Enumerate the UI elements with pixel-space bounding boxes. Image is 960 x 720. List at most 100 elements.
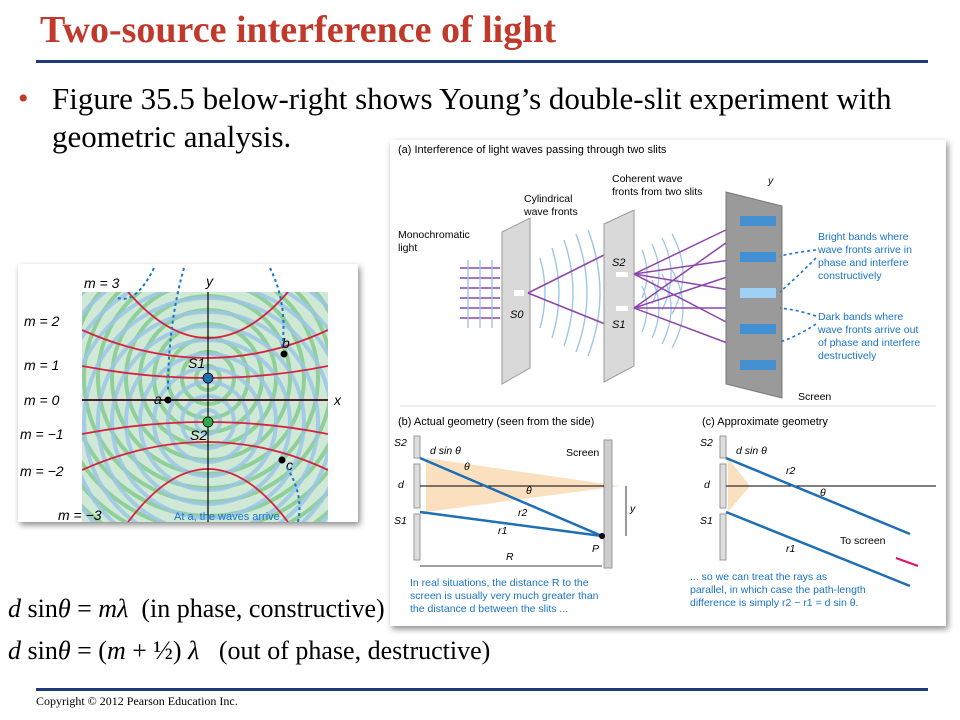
bright-label-2: wave fronts arrive in: [817, 244, 912, 256]
order-label-mneg1: m = −1: [20, 426, 64, 442]
path-difference-wedge-c: [728, 458, 750, 512]
dark-label-2: wave fronts arrive out: [817, 324, 918, 336]
svg-text:d: d: [704, 479, 711, 491]
svg-text:S1: S1: [394, 515, 407, 527]
monochromatic-label-1: Monochromatic: [398, 229, 470, 241]
to-screen-arrow: [895, 557, 919, 567]
ray-r1-b: [419, 510, 603, 538]
panel-c-caption: ... so we can treat the rays as parallel…: [690, 571, 866, 609]
svg-text:... so we can treat the rays a: ... so we can treat the rays as: [690, 571, 827, 583]
double-slit-svg: (a) Interference of light waves passing …: [394, 144, 936, 615]
interference-pattern-svg: y x m = 3 m = 2 m = 1 m = 0 m = −1 m = −…: [20, 267, 342, 523]
slide-title: Two-source interference of light: [40, 9, 557, 51]
footer-divider: [36, 688, 928, 691]
s1-label: S1: [612, 319, 625, 331]
ray-r2-b: [419, 456, 603, 538]
plane-wavefronts: [467, 260, 493, 328]
panel-b-caption: In real situations, the distance R to th…: [410, 577, 599, 615]
bright-bands: [740, 216, 776, 370]
svg-text:θ: θ: [820, 487, 826, 499]
dark-label-1: Dark bands where: [818, 311, 903, 323]
cylindrical-label-2: wave fronts: [523, 206, 578, 218]
diverging-rays: [527, 251, 611, 327]
wavefront-rings: [82, 292, 328, 522]
source-s1-label: S1: [188, 355, 205, 371]
annotation-arrows: [117, 267, 301, 523]
panel-a-y-label: y: [767, 175, 774, 187]
svg-text:S2: S2: [394, 437, 407, 449]
svg-text:θ: θ: [464, 461, 470, 473]
svg-text:Screen: Screen: [566, 447, 599, 459]
panel-c-heading: (c) Approximate geometry: [702, 416, 828, 428]
double-slit-plate: [603, 209, 635, 383]
svg-text:S2: S2: [700, 437, 713, 449]
cylindrical-wavefronts: [539, 229, 601, 357]
source-s2-dot: [202, 416, 214, 428]
svg-text:r2: r2: [518, 507, 527, 519]
cylindrical-label-1: Cylindrical: [524, 193, 572, 205]
svg-text:y: y: [629, 503, 636, 515]
coherent-wavefronts: [641, 233, 684, 349]
order-label-m3: m = 3: [84, 275, 120, 291]
svg-text:θ: θ: [526, 485, 532, 497]
bullet-marker: •: [18, 82, 29, 115]
svg-text:screen is usually very much gr: screen is usually very much greater than: [410, 590, 599, 602]
coherent-rays: [633, 227, 731, 345]
destructive-note: (out of phase, destructive): [218, 636, 491, 665]
svg-text:S1: S1: [700, 515, 713, 527]
point-p: [599, 533, 605, 539]
ray-r2-c: [725, 456, 911, 536]
single-slit-plate: [501, 217, 531, 385]
cut-caption: At a, the waves arrive: [174, 511, 280, 522]
bright-label-1: Bright bands where: [818, 231, 909, 243]
point-b-label: b: [282, 335, 290, 351]
order-label-mneg3: m = −3: [58, 507, 102, 522]
band-pointers: [779, 249, 817, 343]
dark-label-4: destructively: [818, 350, 877, 362]
path-difference-wedge-b: [426, 458, 620, 512]
point-b-dot: [280, 350, 288, 358]
screen-label-a: Screen: [798, 391, 831, 403]
constructive-note: (in phase, constructive): [141, 594, 385, 623]
svg-text:d: d: [398, 479, 405, 491]
ray-r1-c: [725, 510, 911, 588]
band-annotations: Bright bands where wave fronts arrive in…: [817, 231, 920, 362]
point-a-label: a: [154, 391, 162, 407]
copyright-text: Copyright © 2012 Pearson Education Inc.: [36, 694, 238, 708]
s2-label: S2: [612, 257, 625, 269]
point-a-dot: [164, 396, 172, 404]
coherent-label-1: Coherent wave: [612, 173, 683, 185]
svg-text:the distance d between the sli: the distance d between the slits ...: [410, 603, 568, 615]
svg-text:d sin θ: d sin θ: [430, 445, 461, 457]
s0-label: S0: [510, 309, 524, 321]
order-label-m0: m = 0: [24, 392, 60, 408]
panel-c-labels: S2 S1 d d sin θ r2 r1 θ To screen: [700, 437, 886, 555]
source-s1-dot: [202, 372, 214, 384]
screen-side-b: [603, 439, 613, 569]
svg-text:d sin θ: d sin θ: [736, 445, 767, 457]
panel-b-labels: S2 S1 d d sin θ θ θ r2 r1 Screen y P R: [394, 437, 636, 563]
dark-label-3: of phase and interfere: [818, 337, 920, 349]
double-slit-figure: (a) Interference of light waves passing …: [390, 140, 946, 626]
coherent-label-2: fronts from two slits: [612, 186, 702, 198]
svg-text:r1: r1: [786, 543, 795, 555]
svg-text:r2: r2: [786, 465, 795, 477]
destructive-equation: d sinθ = (m + ½) λ (out of phase, destru…: [8, 636, 491, 665]
svg-text:difference is simply r2 − r1 =: difference is simply r2 − r1 = d sin θ.: [690, 597, 858, 609]
svg-text:parallel, in which case the pa: parallel, in which case the path-length: [690, 584, 866, 596]
y-axis-label: y: [205, 273, 214, 289]
svg-text:r1: r1: [498, 525, 507, 537]
bullet-text: Figure 35.5 below-right shows Young’s do…: [52, 81, 892, 154]
panel-a-labels: Monochromatic light Cylindrical wave fro…: [398, 173, 831, 403]
constructive-equation: d sinθ = mλ (in phase, constructive): [8, 594, 385, 623]
svg-text:To screen: To screen: [840, 535, 886, 547]
x-axis-label: x: [333, 392, 342, 408]
interference-pattern-figure: y x m = 3 m = 2 m = 1 m = 0 m = −1 m = −…: [18, 264, 358, 523]
slit-s1: [616, 306, 628, 311]
order-label-mneg2: m = −2: [20, 463, 64, 479]
svg-text:R: R: [506, 551, 514, 563]
order-label-m1: m = 1: [24, 357, 59, 373]
bright-label-4: constructively: [818, 270, 882, 282]
point-c-dot: [278, 456, 286, 464]
panel-a-heading: (a) Interference of light waves passing …: [398, 144, 667, 156]
